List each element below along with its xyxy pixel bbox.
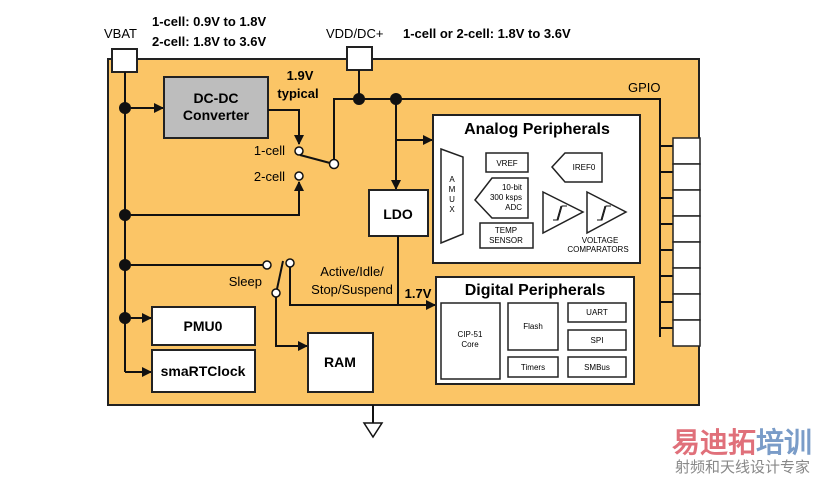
flash-label: Flash xyxy=(523,322,543,331)
switch-contact xyxy=(294,146,304,156)
dcdc-converter xyxy=(163,76,269,139)
digital-supply-line xyxy=(289,267,436,310)
pmu0-block xyxy=(151,306,256,346)
gpio-pin xyxy=(672,137,701,165)
active-label-1: Active/Idle/ xyxy=(320,264,384,279)
dcdc-label-1: DC-DC xyxy=(193,90,238,106)
gpio-pin xyxy=(672,319,701,347)
vbat-range-1cell: 1-cell: 0.9V to 1.8V xyxy=(152,14,266,29)
sleep-contact xyxy=(262,260,272,270)
ram-supply-line xyxy=(275,297,308,351)
watermark-brand-blue: 培训 xyxy=(756,426,812,458)
dcdc-output-voltage: 1.9V xyxy=(287,68,314,83)
vbat-range-2cell: 2-cell: 1.8V to 3.6V xyxy=(152,34,266,49)
uart-block xyxy=(567,302,627,323)
ram-switch-common xyxy=(271,288,281,298)
digital-peripherals: Digital Peripherals CIP-51 Core Flash Ti… xyxy=(435,276,635,385)
dcdc-output-line xyxy=(268,109,304,145)
ram-block xyxy=(307,332,374,393)
smartclock-block xyxy=(151,349,256,393)
iref0-label: IREF0 xyxy=(573,163,596,172)
watermark-tagline: 射频和天线设计专家 xyxy=(675,459,810,476)
comparator-icon xyxy=(542,190,585,235)
comparators-label: VOLTAGE xyxy=(582,236,619,245)
adc-label: 300 ksps xyxy=(490,193,522,202)
digital-title: Digital Peripherals xyxy=(465,282,606,299)
junction-dot xyxy=(119,312,131,324)
vdd-range: 1-cell or 2-cell: 1.8V to 3.6V xyxy=(403,26,571,41)
iref0-block xyxy=(550,152,603,183)
analog-title: Analog Peripherals xyxy=(464,121,610,138)
vbat-pin xyxy=(111,48,138,73)
comparators-label: COMPARATORS xyxy=(567,245,628,254)
gpio-pin xyxy=(672,267,701,295)
gpio-pins xyxy=(660,137,701,347)
cip51-core-block xyxy=(440,302,501,380)
uart-label: UART xyxy=(586,308,608,317)
core-label: Core xyxy=(461,340,479,349)
switch-common xyxy=(328,158,340,170)
amux xyxy=(440,147,464,245)
vref-label: VREF xyxy=(496,159,517,168)
junction-dot xyxy=(353,93,365,105)
ldo-block xyxy=(368,189,429,237)
adc-label: ADC xyxy=(505,203,522,212)
smartclock-label: smaRTClock xyxy=(161,363,246,379)
vref-block xyxy=(485,152,529,173)
core-label: CIP-51 xyxy=(458,330,483,339)
temp-sensor-label: SENSOR xyxy=(489,236,523,245)
adc-block xyxy=(474,177,529,219)
smbus-block xyxy=(567,356,627,378)
gpio-pin xyxy=(672,241,701,269)
timers-label: Timers xyxy=(521,363,545,372)
timers-block xyxy=(507,356,559,378)
gpio-pin xyxy=(672,163,701,191)
spi-label: SPI xyxy=(591,336,604,345)
adc-label: 10-bit xyxy=(502,183,523,192)
junction-dot xyxy=(119,209,131,221)
analog-peripherals: Analog Peripherals A M U X VREF IREF0 10… xyxy=(432,114,641,264)
core-voltage-label: 1.7V xyxy=(405,286,432,301)
active-contact xyxy=(285,258,295,268)
two-cell-label: 2-cell xyxy=(254,169,285,184)
comparator-icon xyxy=(586,190,628,235)
power-switch-wiper xyxy=(276,260,284,290)
switch-contact xyxy=(294,171,304,181)
cell-switch-wiper xyxy=(299,154,331,164)
ground-icon xyxy=(362,422,384,439)
gpio-pin xyxy=(672,215,701,243)
vbat-label: VBAT xyxy=(104,26,137,41)
temp-sensor-label: TEMP xyxy=(495,226,517,235)
dcdc-label-2: Converter xyxy=(183,107,250,123)
active-label-2: Stop/Suspend xyxy=(311,282,393,297)
amux-letter: X xyxy=(449,205,455,214)
vdd-label: VDD/DC+ xyxy=(326,26,383,41)
amux-letter: A xyxy=(449,175,455,184)
sleep-label: Sleep xyxy=(229,274,262,289)
vdd-pin xyxy=(346,46,373,71)
gpio-pin xyxy=(672,189,701,217)
ldo-label: LDO xyxy=(383,206,413,222)
smbus-label: SMBus xyxy=(584,363,610,372)
watermark-logo: 易迪拓 培训 射频和天线设计专家 xyxy=(672,426,812,476)
watermark-brand-red: 易迪拓 xyxy=(672,427,756,458)
flash-block xyxy=(507,302,559,351)
one-cell-label: 1-cell xyxy=(254,143,285,158)
supply-rail xyxy=(333,98,661,337)
ram-label: RAM xyxy=(324,354,356,370)
dcdc-output-typical: typical xyxy=(277,86,318,101)
temp-sensor-block xyxy=(479,222,534,249)
amux-letter: U xyxy=(449,195,455,204)
pmu0-label: PMU0 xyxy=(184,318,223,334)
gpio-label: GPIO xyxy=(628,80,661,95)
gpio-pin xyxy=(672,293,701,321)
junction-dot xyxy=(119,259,131,271)
amux-letter: M xyxy=(449,185,456,194)
spi-block xyxy=(567,329,627,351)
junction-dot xyxy=(119,102,131,114)
two-cell-line xyxy=(131,181,304,216)
